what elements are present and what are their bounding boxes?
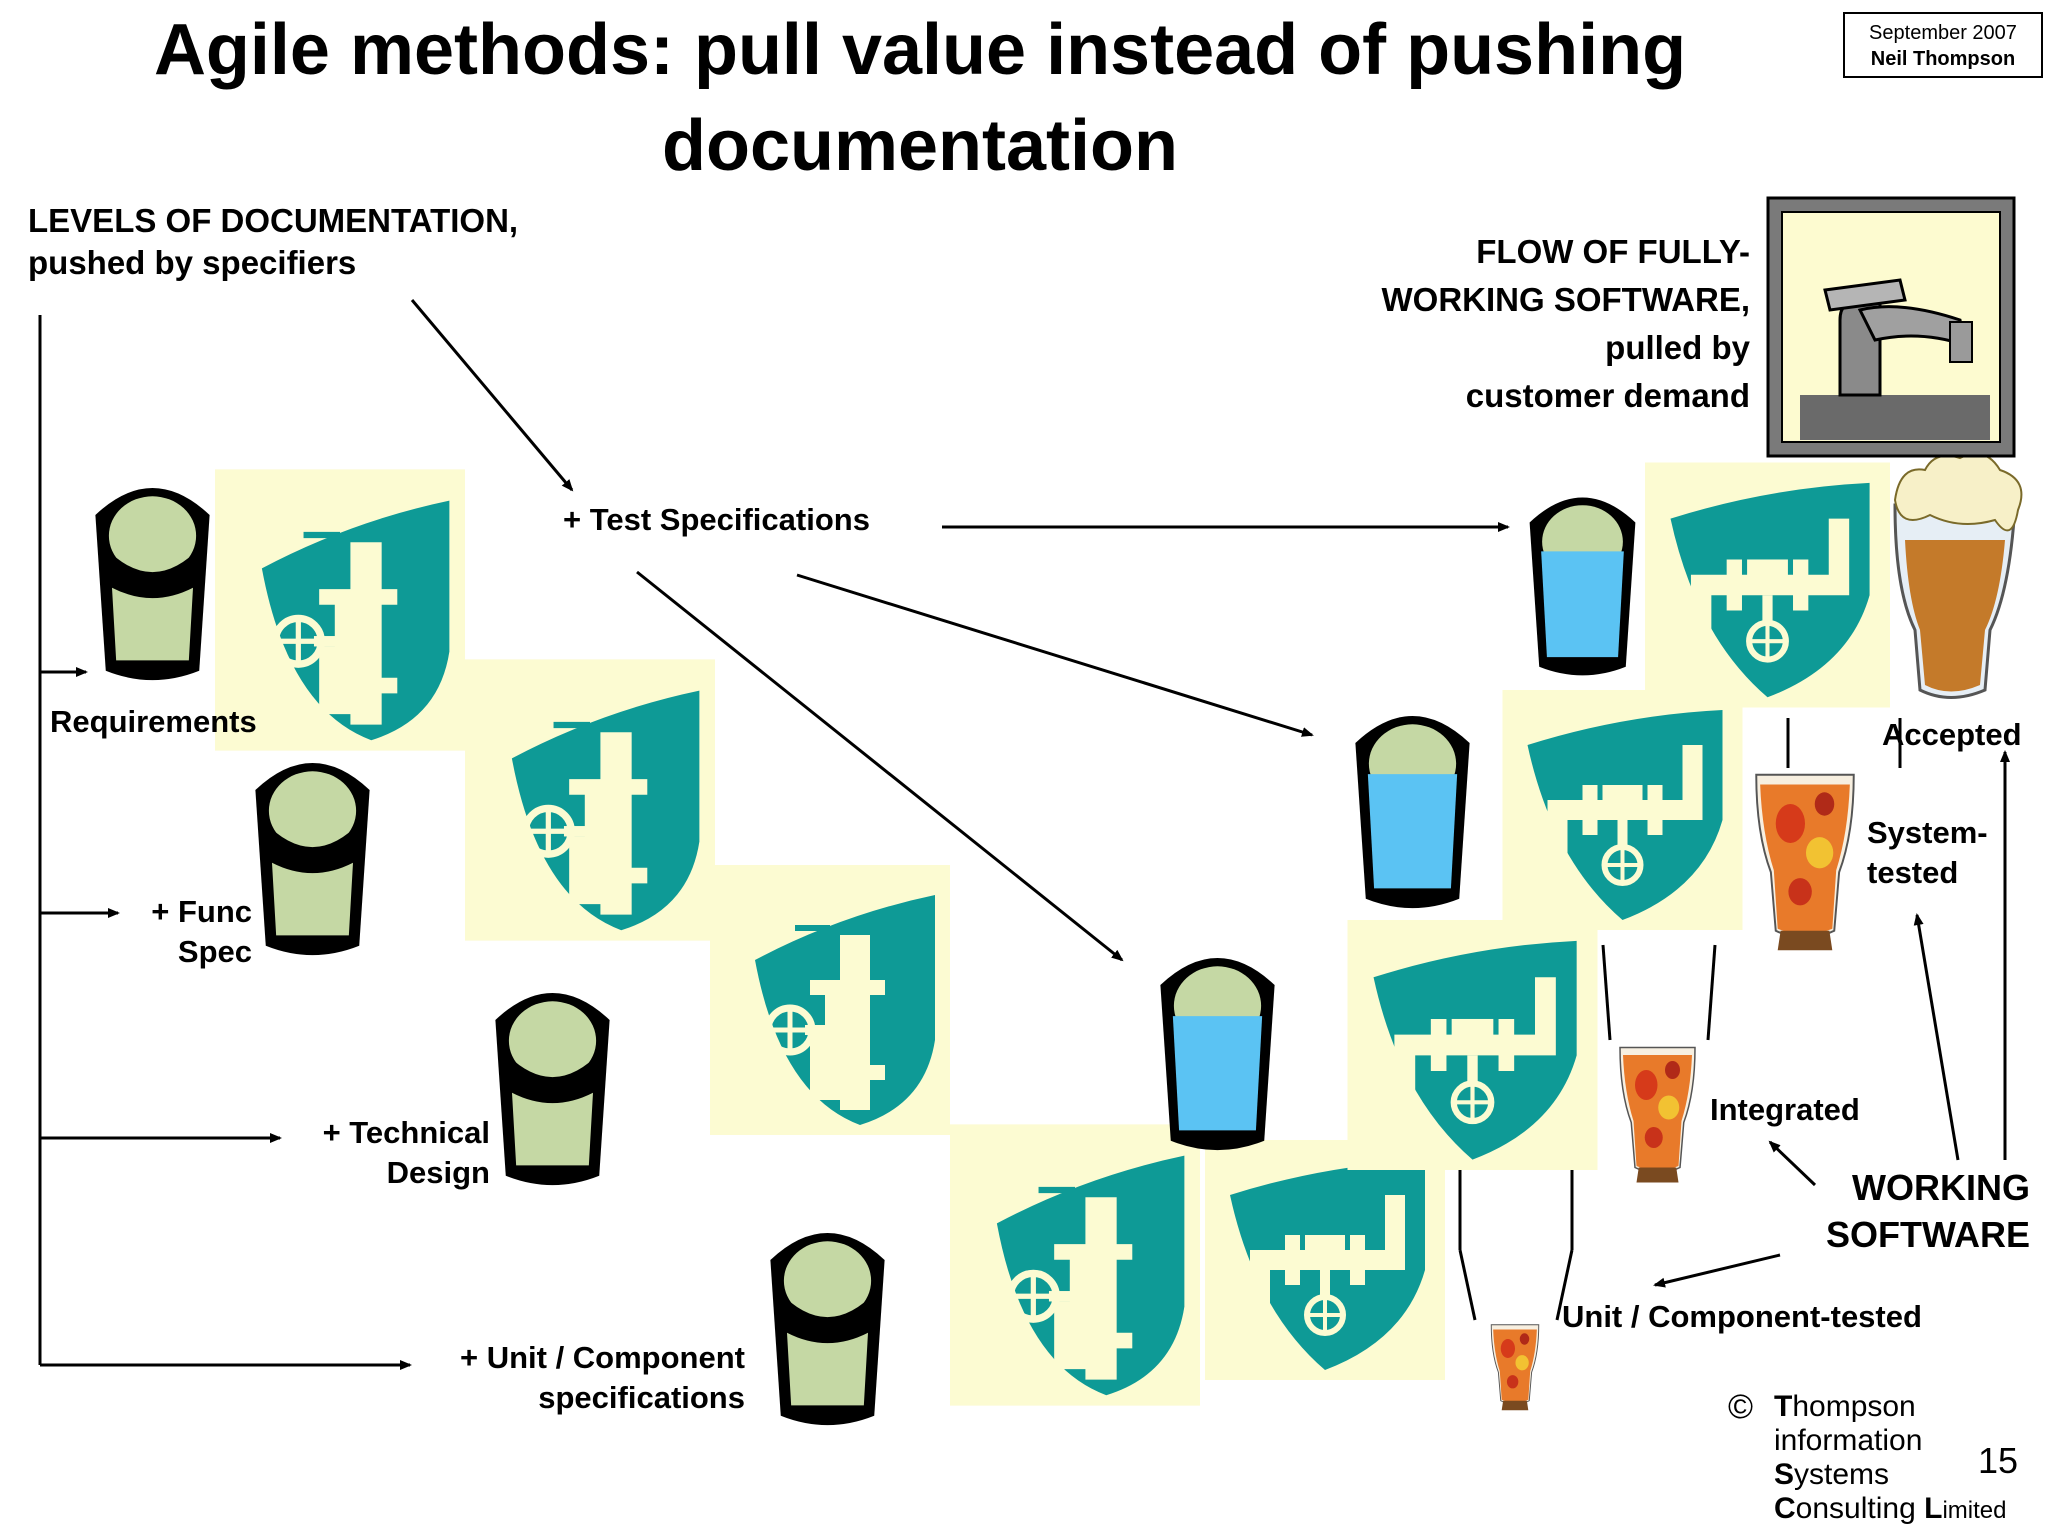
documentation-heading-line-2: pushed by specifiers [28,244,357,281]
accepted-label: Accepted [1882,717,2022,752]
beer-glass-icon [1601,944,1717,1184]
unit-specs-line-2: specifications [538,1380,745,1415]
cup-icon [1529,497,1636,676]
cup-icon [95,488,210,681]
cup-icon [1355,716,1470,909]
test-specs-label: + Test Specifications [563,502,870,537]
software-flow-heading: FLOW OF FULLY- WORKING SOFTWARE, pulled … [1230,228,1750,420]
requirements-label: Requirements [50,704,257,739]
beer-glass-icon [1893,452,2023,699]
pipe-valve-icon [1348,920,1598,1170]
cup-icon [1160,958,1275,1151]
logo-line-1: Thompson [1774,1390,1916,1423]
func-spec-line-1: + Func [151,894,252,929]
logo-line-2: information [1774,1424,1923,1457]
pipe-valve-icon [1205,1140,1445,1380]
documentation-heading-line-1: LEVELS OF DOCUMENTATION, [28,202,519,239]
pipe-valve-icon [950,1124,1200,1405]
company-logo: © Thompson information Systems Consultin… [1728,1388,2007,1528]
copyright-symbol: © [1728,1388,1754,1426]
unit-tested-label: Unit / Component-tested [1562,1299,1922,1334]
beer-glass-icon [1458,1170,1574,1412]
pipe-valve-icon [1645,463,1890,708]
working-software-label: WORKING SOFTWARE [1760,1164,2030,1258]
unit-specs-label: + Unit / Component specifications [420,1338,745,1418]
pipe-valve-icon [1503,690,1743,930]
author-label: Neil Thompson [1870,48,2016,70]
system-tested-label: System- tested [1867,813,1988,893]
documentation-arrows [38,299,1510,1370]
software-arrows [1653,750,2010,1288]
faucet-icon [1766,196,2016,458]
title-line-2: documentation [662,106,1178,186]
cup-icon [495,993,610,1186]
software-flow-heading-line-3: pulled by [1605,329,1750,366]
technical-design-line-1: + Technical [322,1115,490,1150]
documentation-heading: LEVELS OF DOCUMENTATION, pushed by speci… [28,200,518,284]
software-flow-heading-line-2: WORKING SOFTWARE, [1381,281,1750,318]
unit-specs-line-1: + Unit / Component [459,1340,745,1375]
func-spec-line-2: Spec [177,934,252,969]
title-line-1: Agile methods: pull value instead of pus… [153,10,1687,90]
logo-line-3: Systems [1774,1458,1890,1491]
technical-design-line-2: Design [386,1155,490,1190]
working-software-line-2: SOFTWARE [1826,1214,2030,1255]
page-number: 15 [1978,1440,2019,1481]
software-flow-heading-line-1: FLOW OF FULLY- [1476,233,1750,270]
working-software-line-1: WORKING [1852,1167,2030,1208]
pipe-valve-icon [465,659,715,940]
software-flow-heading-line-4: customer demand [1465,377,1750,414]
beer-glass-icon [1755,718,1902,952]
date-author-box: September 2007 Neil Thompson [1843,12,2043,78]
func-spec-label: + Func Spec [100,892,252,972]
logo-line-4: Consulting Limited [1774,1492,2007,1525]
cup-icon [770,1233,885,1426]
date-label: September 2007 [1869,22,2017,44]
system-tested-line-2: tested [1867,855,1959,890]
integrated-label: Integrated [1710,1092,1860,1127]
technical-design-label: + Technical Design [280,1113,490,1193]
cup-icon [255,763,370,956]
pipe-valve-icon [710,865,950,1135]
system-tested-line-1: System- [1867,815,1988,850]
